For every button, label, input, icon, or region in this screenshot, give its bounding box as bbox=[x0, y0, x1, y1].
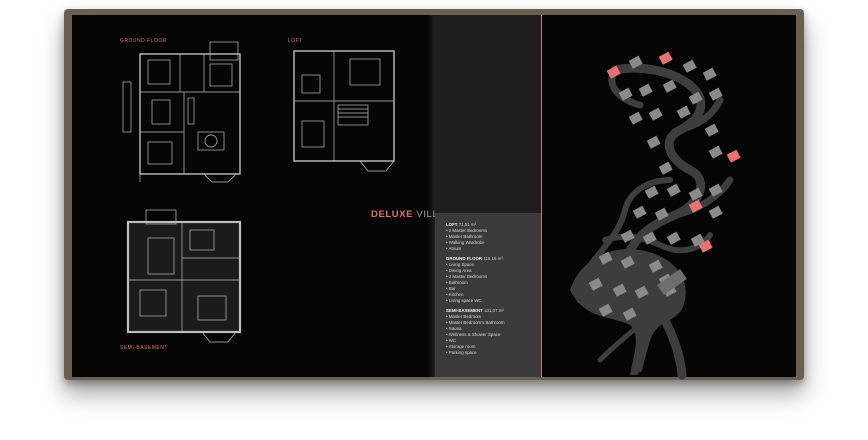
house-highlight bbox=[698, 239, 713, 253]
house bbox=[618, 87, 633, 101]
accent-divider bbox=[541, 15, 542, 377]
spec-item: Master Bathroom bbox=[446, 234, 541, 240]
title-rest: VILLA bbox=[413, 209, 446, 220]
house bbox=[632, 205, 647, 219]
site-map bbox=[570, 51, 741, 380]
semi-basement-label: SEMI-BASEMENT bbox=[120, 345, 168, 351]
house bbox=[708, 205, 723, 219]
house bbox=[588, 277, 603, 291]
house bbox=[612, 283, 627, 297]
house bbox=[666, 231, 681, 245]
section-area: 71,51 m² bbox=[458, 222, 477, 227]
house bbox=[708, 145, 723, 159]
house bbox=[666, 183, 681, 197]
spec-item: Bar bbox=[446, 286, 541, 292]
spec-item: Storage room bbox=[446, 344, 541, 350]
loft-label: LOFT bbox=[288, 38, 303, 44]
ground-floor-label: GROUND FLOOR bbox=[120, 38, 167, 44]
house bbox=[622, 307, 637, 321]
brochure-title: DELUXE VILLA bbox=[371, 209, 445, 220]
spec-item: Master Bedroom bbox=[446, 314, 541, 320]
house bbox=[688, 91, 703, 105]
spec-item: Living space WC bbox=[446, 298, 541, 304]
spec-item: Master Bedroom's Bathroom bbox=[446, 320, 541, 326]
spec-list: LOFT 71,51 m² 2 Master Bedrooms Master B… bbox=[446, 222, 541, 356]
house bbox=[702, 67, 717, 81]
spec-item: Kitchen bbox=[446, 292, 541, 298]
house-highlight bbox=[658, 51, 673, 65]
house bbox=[704, 123, 719, 137]
spec-item: Parking space bbox=[446, 350, 541, 356]
house bbox=[708, 87, 723, 101]
house bbox=[676, 105, 691, 119]
house-markers bbox=[588, 51, 741, 321]
house-highlight bbox=[606, 65, 621, 79]
house bbox=[628, 55, 643, 69]
house bbox=[598, 251, 613, 265]
section-area: 116,15 m² bbox=[483, 256, 503, 261]
section-name: SEMI-BASEMENT bbox=[446, 308, 483, 313]
spec-item: WC bbox=[446, 338, 541, 344]
house bbox=[708, 183, 723, 197]
spec-item: Sauna bbox=[446, 326, 541, 332]
spec-item: Walking Wardrobe bbox=[446, 240, 541, 246]
house bbox=[646, 135, 661, 149]
spec-section-head: LOFT 71,51 m² bbox=[446, 222, 541, 228]
main-building bbox=[657, 269, 687, 295]
house bbox=[658, 161, 673, 175]
house bbox=[634, 285, 649, 299]
spec-item: Dining Area bbox=[446, 268, 541, 274]
house bbox=[598, 303, 613, 317]
title-accent: DELUXE bbox=[371, 209, 414, 220]
house bbox=[648, 259, 663, 273]
spec-item: 2 Master Bedrooms bbox=[446, 274, 541, 280]
house bbox=[662, 79, 677, 93]
house bbox=[648, 107, 663, 121]
house bbox=[688, 187, 703, 201]
house bbox=[644, 185, 659, 199]
spec-section-head: GROUND FLOOR 116,15 m² bbox=[446, 256, 541, 262]
house-highlight bbox=[688, 199, 703, 213]
section-area: 131,07 m² bbox=[484, 308, 504, 313]
house bbox=[620, 229, 635, 243]
spec-item: Wellness & Shower Space bbox=[446, 332, 541, 338]
house bbox=[638, 83, 653, 97]
semi-basement-plan bbox=[126, 209, 242, 343]
house bbox=[620, 255, 635, 269]
section-name: LOFT bbox=[446, 222, 458, 227]
house bbox=[682, 59, 697, 73]
spec-item: Bathroom bbox=[446, 280, 541, 286]
ground-floor-plan bbox=[122, 41, 241, 183]
spec-item: Atrium bbox=[446, 246, 541, 252]
spec-item: 2 Master Bedrooms bbox=[446, 228, 541, 234]
house bbox=[628, 111, 643, 125]
house bbox=[690, 233, 705, 247]
spec-section-head: SEMI-BASEMENT 131,07 m² bbox=[446, 308, 541, 314]
section-name: GROUND FLOOR bbox=[446, 256, 483, 261]
info-panel-top bbox=[435, 15, 541, 213]
house-highlight bbox=[726, 149, 741, 163]
house bbox=[654, 207, 669, 221]
spec-item: Living Space bbox=[446, 262, 541, 268]
house bbox=[642, 231, 657, 245]
loft-plan bbox=[293, 50, 395, 172]
